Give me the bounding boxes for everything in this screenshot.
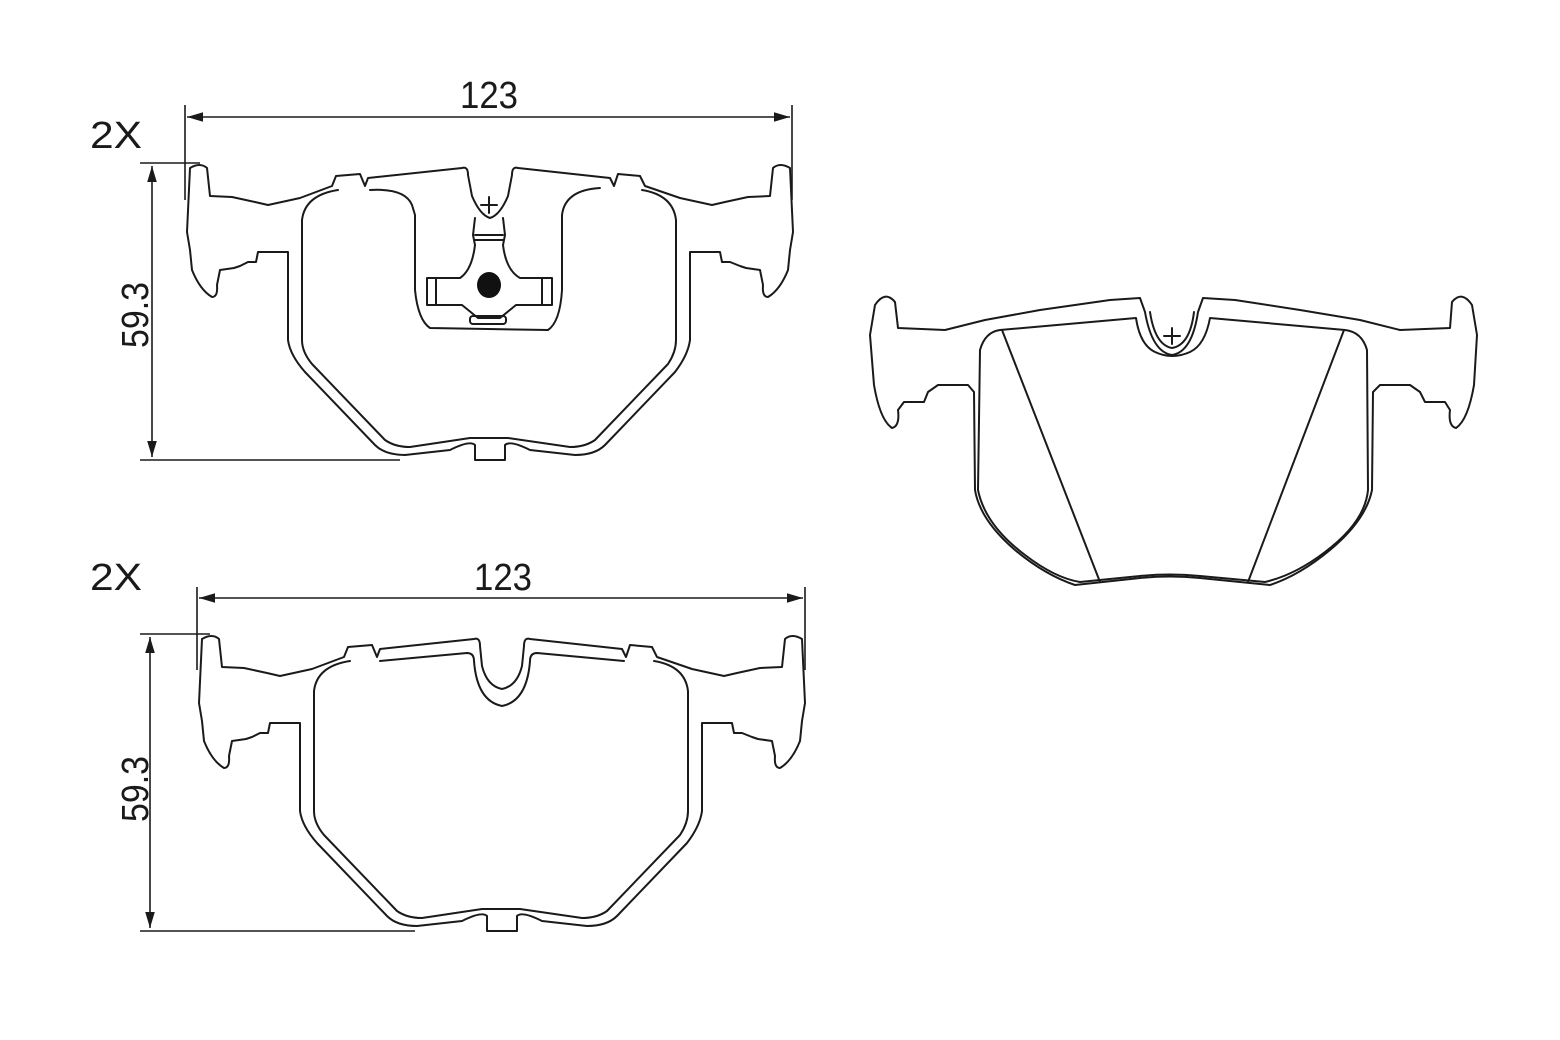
pad-3-chamfer-line-left xyxy=(1001,329,1101,583)
pad-3-backing-plate-outline xyxy=(869,295,1478,586)
pad-2-backing-plate-outline xyxy=(198,635,806,932)
pad-2-friction-material-outline xyxy=(313,660,689,919)
pad-2-slot-outline xyxy=(379,652,625,707)
height-dimension-label-1: 59.3 xyxy=(115,282,157,348)
quantity-label-1: 2X xyxy=(90,115,142,157)
center-cross-icon xyxy=(480,196,498,214)
dimension-lines-1 xyxy=(140,105,793,461)
quantity-label-2: 2X xyxy=(90,557,142,599)
pad-1-backing-plate-outline xyxy=(186,164,794,461)
pad-1-sensor-cutout xyxy=(369,187,601,331)
pad-1-group: 2X 123 59.3 xyxy=(90,75,794,461)
pad-3-slot-inner xyxy=(1149,311,1195,349)
pad-3-friction-material-outline xyxy=(977,317,1369,583)
wear-sensor xyxy=(426,196,553,325)
center-cross-icon xyxy=(1163,327,1181,345)
pad-3-chamfer-line-right xyxy=(1247,329,1345,583)
pad-3-group xyxy=(869,295,1478,586)
pad-2-group: 2X 123 59.3 xyxy=(90,557,806,932)
dimension-lines-2 xyxy=(140,587,806,932)
width-dimension-label-2: 123 xyxy=(474,557,532,599)
width-dimension-label-1: 123 xyxy=(460,75,518,117)
pad-1-friction-material-outline xyxy=(301,189,677,448)
sensor-rivet-icon xyxy=(477,272,501,298)
